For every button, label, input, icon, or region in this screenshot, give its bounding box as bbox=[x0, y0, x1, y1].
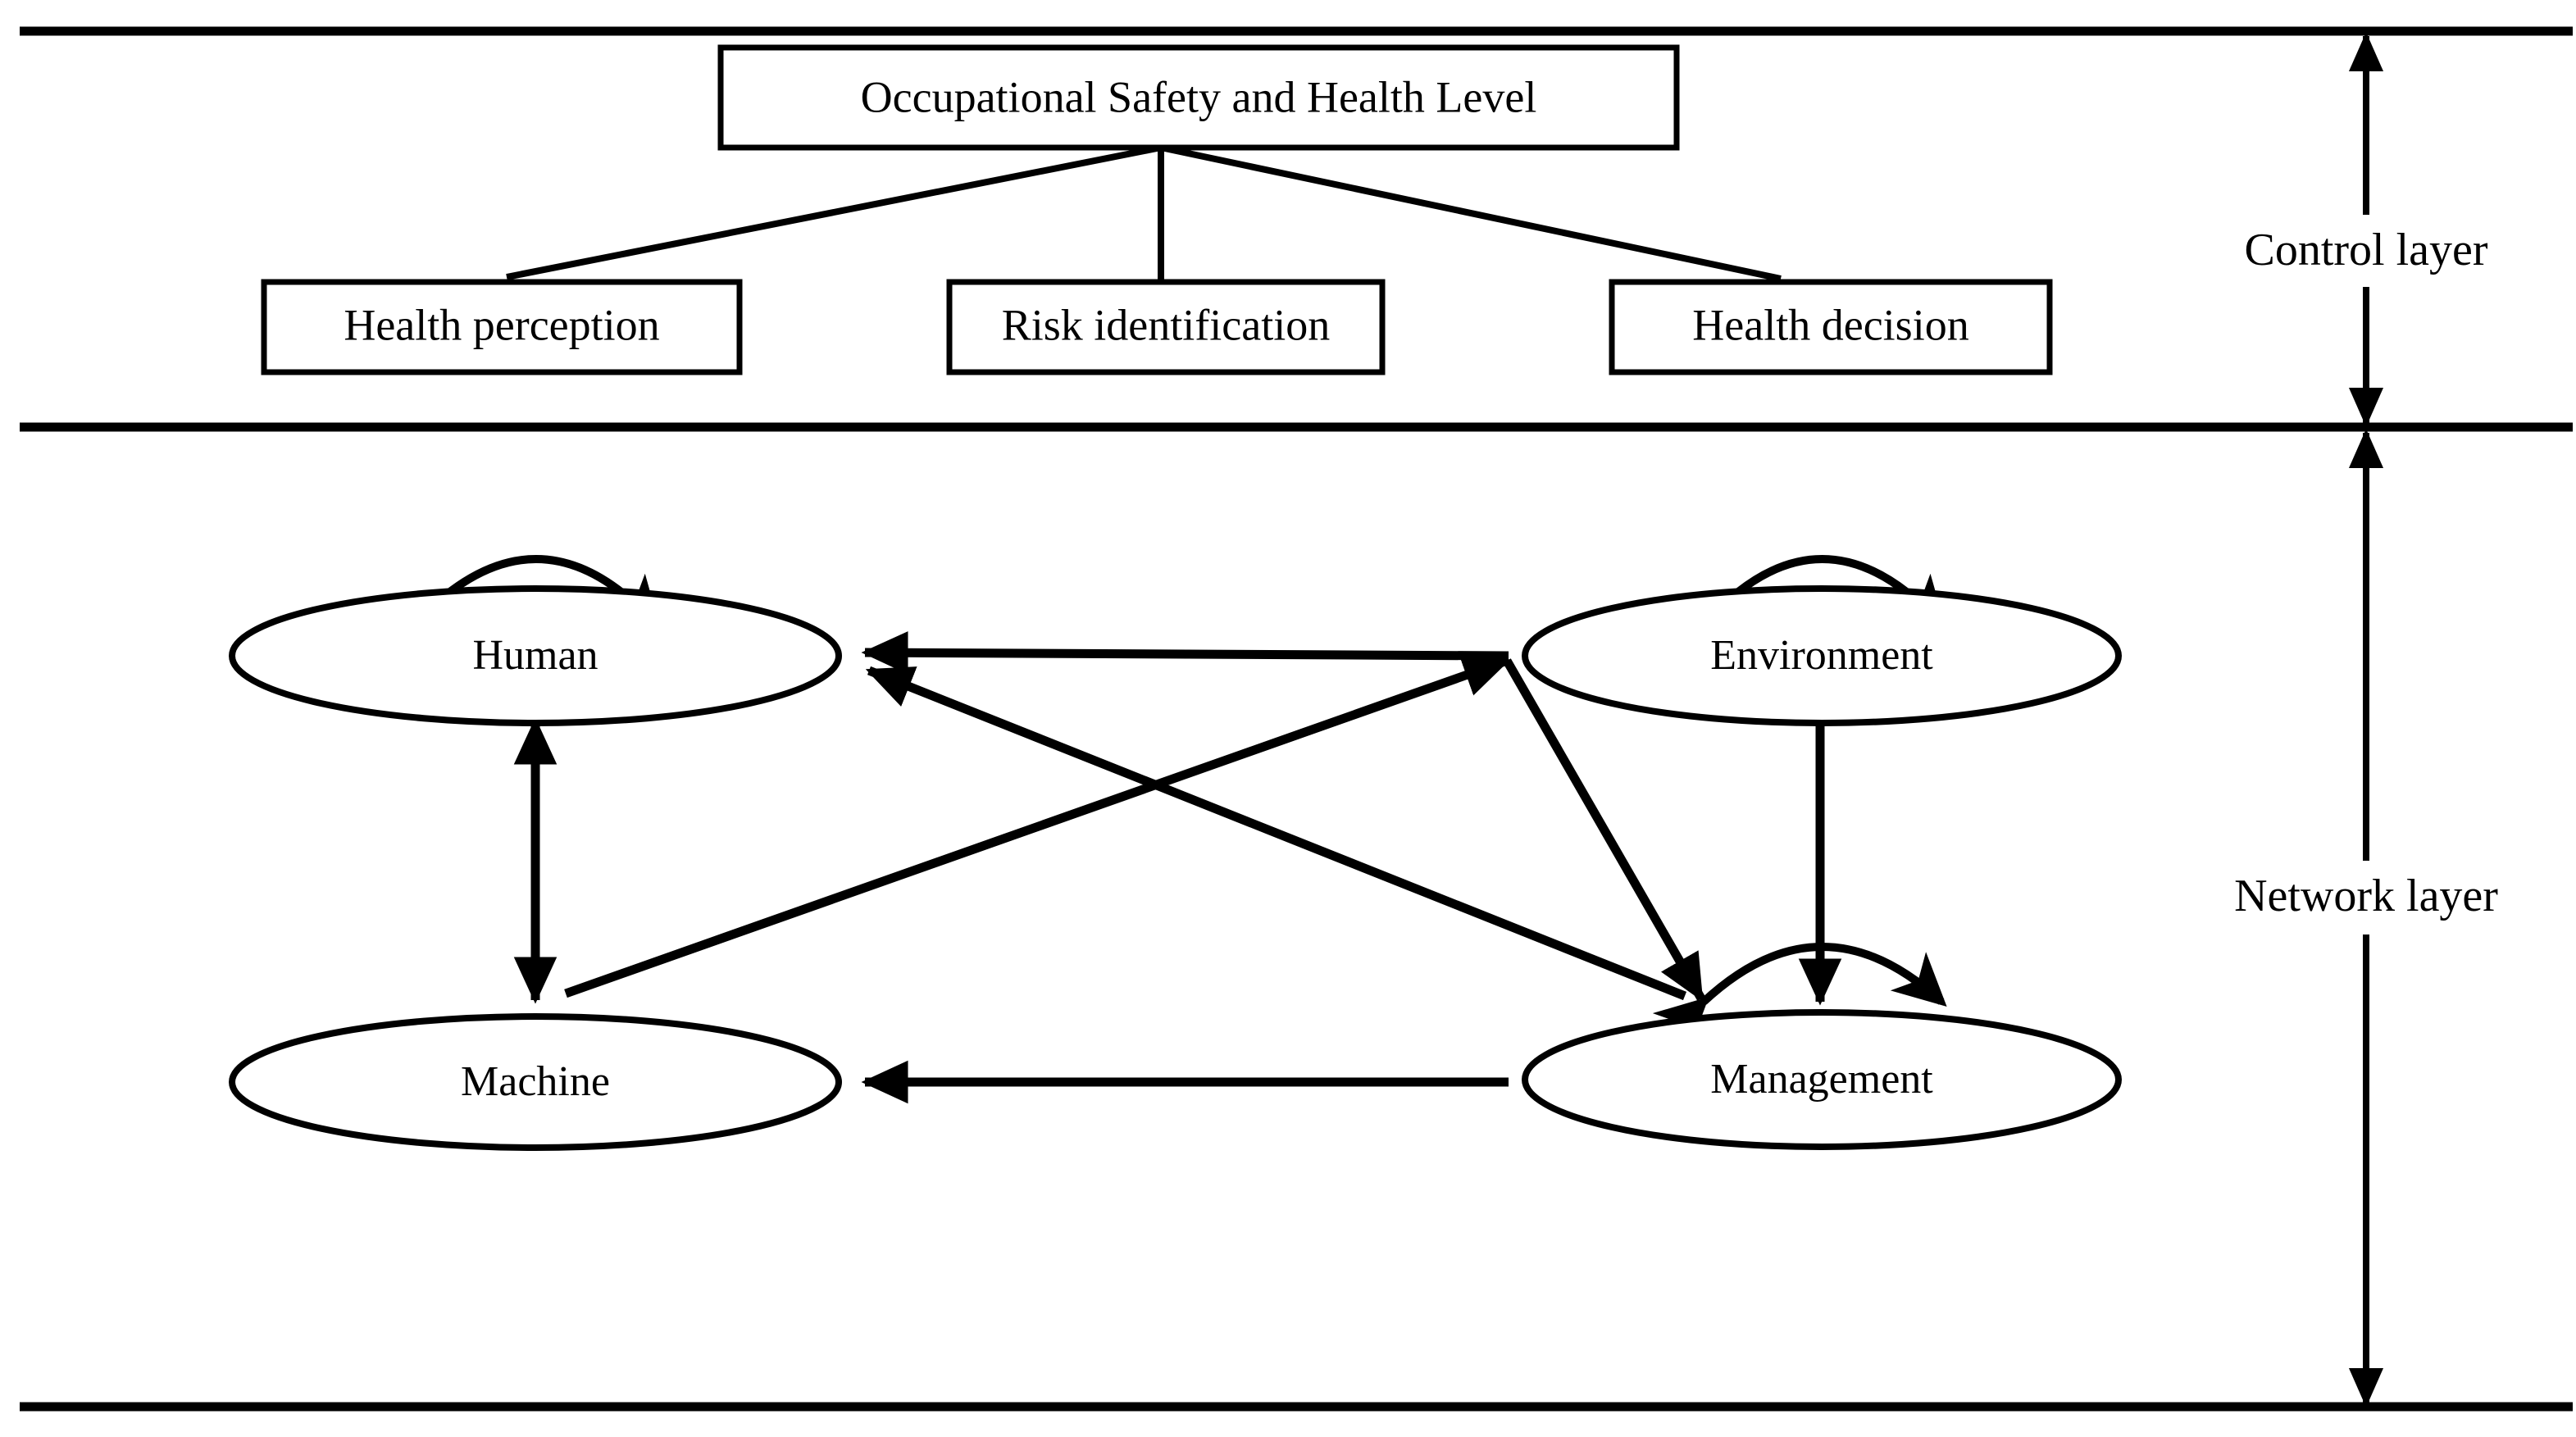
node-environment-ellipse[interactable] bbox=[1522, 585, 2122, 726]
link-root-to-health-perception bbox=[506, 144, 1162, 280]
risk-identification-rect[interactable] bbox=[946, 279, 1386, 375]
edge-human-to-management bbox=[1503, 658, 1705, 1002]
root-box-label: Occupational Safety and Health Level bbox=[861, 72, 1537, 121]
control-layer-label: Control layer bbox=[2244, 225, 2487, 275]
edge-management-to-human bbox=[865, 666, 1687, 1001]
health-decision-label: Health decision bbox=[1692, 300, 1968, 349]
health-perception-label: Health perception bbox=[344, 300, 659, 349]
node-environment-label: Environment bbox=[1710, 632, 1933, 679]
node-human-ellipse[interactable] bbox=[229, 585, 842, 726]
network-layer-measure: Network layer bbox=[2234, 429, 2498, 1407]
control-layer-measure: Control layer bbox=[2244, 32, 2488, 427]
node-human[interactable]: Human bbox=[229, 585, 842, 726]
node-management-label: Management bbox=[1710, 1056, 1933, 1103]
network-layer-edges bbox=[513, 630, 1842, 1104]
control-box-health-perception[interactable]: Health perception bbox=[261, 279, 743, 375]
risk-identification-label: Risk identification bbox=[1002, 300, 1330, 349]
edge-environment-to-human bbox=[861, 630, 1509, 675]
health-perception-rect[interactable] bbox=[261, 279, 743, 375]
node-management-ellipse[interactable] bbox=[1522, 1009, 2122, 1150]
edge-human-down-to-machine-diagonal bbox=[564, 654, 1511, 998]
node-machine[interactable]: Machine bbox=[229, 1013, 842, 1151]
node-machine-label: Machine bbox=[461, 1058, 610, 1105]
control-box-risk-identification[interactable]: Risk identification bbox=[946, 279, 1386, 375]
self-loop-management bbox=[1652, 943, 1947, 1052]
node-environment[interactable]: Environment bbox=[1522, 585, 2122, 726]
health-decision-rect[interactable] bbox=[1609, 279, 2053, 375]
node-human-label: Human bbox=[472, 632, 598, 679]
link-root-to-health-decision bbox=[1160, 144, 1782, 282]
network-layer-label: Network layer bbox=[2234, 871, 2498, 921]
node-management[interactable]: Management bbox=[1522, 1009, 2122, 1150]
root-box[interactable]: Occupational Safety and Health Level bbox=[717, 44, 1680, 151]
root-box-rect[interactable] bbox=[717, 44, 1680, 151]
node-machine-ellipse[interactable] bbox=[229, 1013, 842, 1151]
control-box-health-decision[interactable]: Health decision bbox=[1609, 279, 2053, 375]
control-layer-tree-links bbox=[506, 144, 1782, 283]
